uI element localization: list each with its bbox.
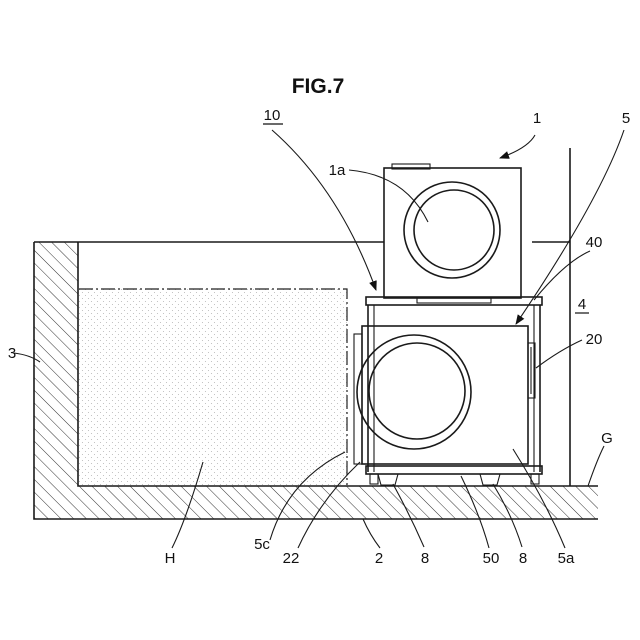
leader-40 bbox=[534, 251, 590, 300]
upper-door-inner bbox=[414, 190, 494, 270]
base-assembly bbox=[366, 466, 542, 485]
foot-left bbox=[378, 474, 398, 485]
label-2: 2 bbox=[375, 550, 383, 567]
caster-right bbox=[531, 474, 539, 484]
label-40: 40 bbox=[586, 234, 603, 251]
label-3: 3 bbox=[8, 345, 16, 362]
base-plate bbox=[366, 466, 542, 474]
lower-machine-body bbox=[362, 326, 528, 464]
upper-machine bbox=[384, 164, 521, 303]
caster-left bbox=[370, 474, 378, 484]
leader-2 bbox=[363, 519, 380, 548]
label-G: G bbox=[601, 430, 613, 447]
label-8-right: 8 bbox=[519, 550, 527, 567]
arrow-1 bbox=[500, 135, 535, 158]
arrow-10 bbox=[272, 130, 376, 290]
label-4: 4 bbox=[578, 296, 586, 313]
space-H bbox=[79, 289, 347, 485]
leader-20 bbox=[536, 340, 582, 368]
foot-right bbox=[480, 474, 500, 485]
dotted-area bbox=[79, 289, 347, 485]
stand-frame bbox=[366, 297, 542, 472]
label-5c: 5c bbox=[254, 536, 270, 553]
lower-door-inner bbox=[369, 343, 465, 439]
figure-title: FIG.7 bbox=[292, 75, 345, 98]
label-20: 20 bbox=[586, 331, 603, 348]
label-10: 10 bbox=[264, 107, 281, 124]
label-50: 50 bbox=[483, 550, 500, 567]
label-5: 5 bbox=[622, 110, 630, 127]
lower-machine bbox=[354, 326, 535, 464]
label-H: H bbox=[165, 550, 176, 567]
label-1a: 1a bbox=[329, 162, 346, 179]
label-1: 1 bbox=[533, 110, 541, 127]
leader-1a bbox=[349, 170, 428, 222]
label-5a: 5a bbox=[558, 550, 575, 567]
label-22: 22 bbox=[283, 550, 300, 567]
upper-door-outer bbox=[404, 182, 500, 278]
leader-G bbox=[588, 446, 604, 486]
label-8-left: 8 bbox=[421, 550, 429, 567]
